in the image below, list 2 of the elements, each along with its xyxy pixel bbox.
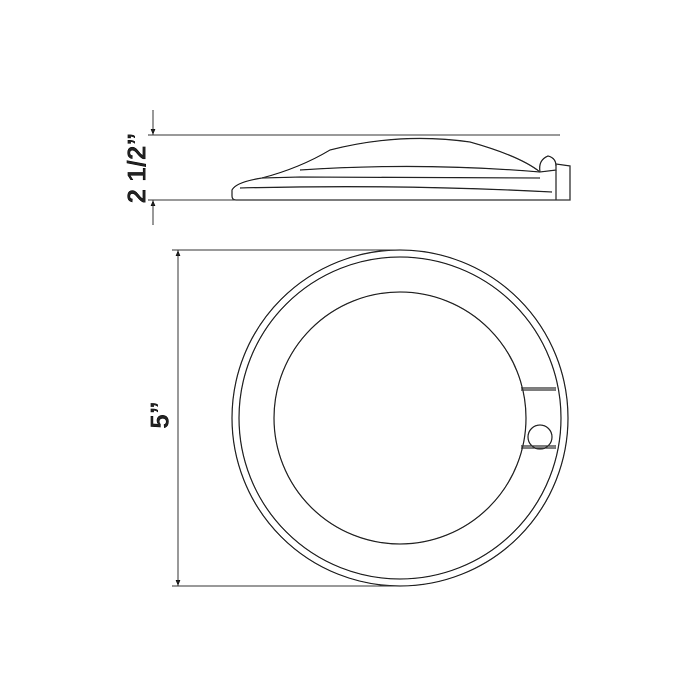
- dimension-label: 2 1/2”: [122, 132, 152, 204]
- dimension-label: 5”: [144, 401, 176, 429]
